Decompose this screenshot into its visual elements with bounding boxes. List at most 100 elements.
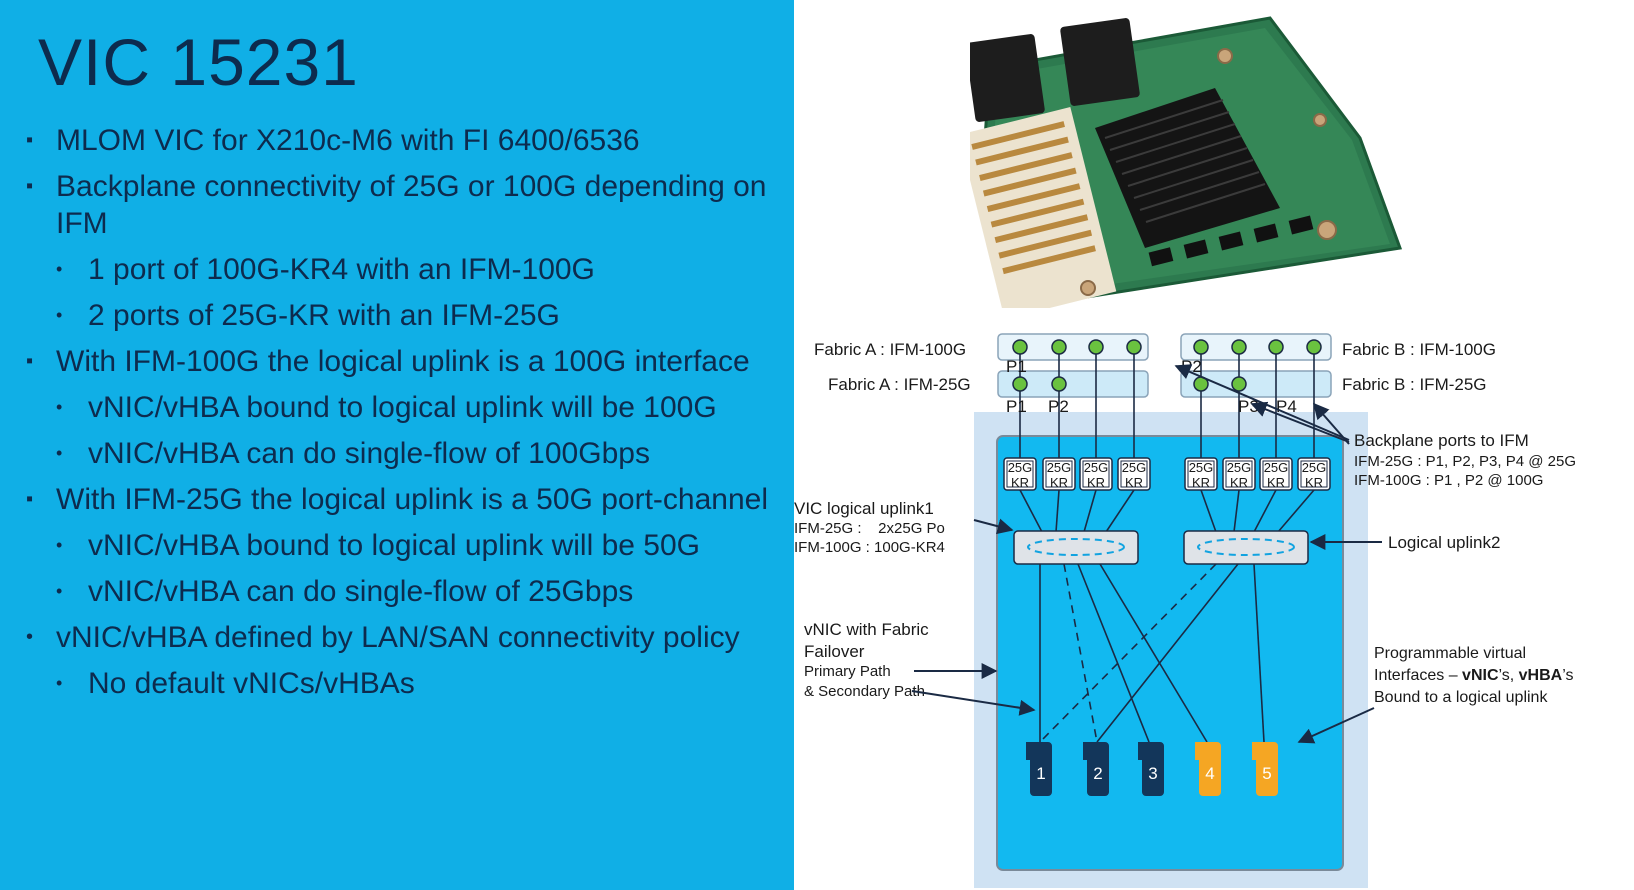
vnic-group: 1 2 3 4 5: [1026, 742, 1278, 796]
logical-uplink2: [1183, 530, 1309, 565]
content-panel: VIC 15231 ▪ MLOM VIC for X210c-M6 with FI…: [0, 0, 794, 890]
uplink1-title: VIC logical uplink1: [794, 499, 934, 518]
vnic-number: 4: [1205, 764, 1214, 783]
failover-title-2: Failover: [804, 642, 865, 661]
bullet-text: MLOM VIC for X210c-M6 with FI 6400/6536: [56, 124, 640, 157]
bullet-list: ▪ MLOM VIC for X210c-M6 with FI 6400/6536…: [0, 122, 794, 711]
fabric-a-100g-label: Fabric A : IFM-100G: [814, 340, 966, 359]
uplink1-line1: IFM-25G : 2x25G Po: [794, 520, 945, 537]
port-dot: [1012, 376, 1028, 392]
vnic-3: 3: [1138, 742, 1164, 796]
vnic-2: 2: [1083, 742, 1109, 796]
port-dot: [1051, 339, 1067, 355]
port-dot: [1051, 376, 1067, 392]
kr-speed-label: 25G: [1302, 460, 1327, 475]
kr-type-label: KR: [1050, 475, 1068, 490]
bullet-marker: •: [56, 397, 63, 417]
uplink2-label: Logical uplink2: [1388, 533, 1500, 552]
bullet-marker: •: [56, 581, 63, 601]
sub-bullet-item: • No default vNICs/vHBAs: [0, 665, 794, 702]
bullet-marker: •: [56, 673, 63, 693]
connector-block-2: [1060, 18, 1140, 106]
vnic-4: 4: [1195, 742, 1221, 796]
slide-title: VIC 15231: [38, 25, 359, 99]
port-dot: [1231, 376, 1247, 392]
kr-type-label: KR: [1011, 475, 1029, 490]
vnic-1: 1: [1026, 742, 1052, 796]
port-dot: [1012, 339, 1028, 355]
bullet-item: ▪Backplane connectivity of 25G or 100G d…: [0, 168, 794, 242]
backplane-title: Backplane ports to IFM: [1354, 431, 1529, 450]
kr-type-label: KR: [1305, 475, 1323, 490]
bullet-text: No default vNICs/vHBAs: [88, 667, 415, 700]
vnic-number: 2: [1093, 764, 1102, 783]
kr-speed-label: 25G: [1227, 460, 1252, 475]
vnic-number: 1: [1036, 764, 1045, 783]
port-label-a25-p2: P2: [1048, 397, 1069, 416]
bullet-text: vNIC/vHBA bound to logical uplink will b…: [88, 391, 717, 424]
bullet-item: ▪With IFM-100G the logical uplink is a 1…: [0, 343, 794, 380]
sub-bullet-item: • vNIC/vHBA bound to logical uplink will …: [0, 527, 794, 564]
kr-speed-label: 25G: [1122, 460, 1147, 475]
prog-line1: Programmable virtual: [1374, 645, 1526, 662]
vnic-5: 5: [1252, 742, 1278, 796]
bullet-text: Backplane connectivity of 25G or 100G de…: [56, 170, 767, 240]
port-dot: [1126, 339, 1142, 355]
bullet-marker: •: [56, 305, 63, 325]
bullet-text: 2 ports of 25G-KR with an IFM-25G: [88, 299, 560, 332]
kr-speed-label: 25G: [1189, 460, 1214, 475]
fabric-b-100g-label: Fabric B : IFM-100G: [1342, 340, 1496, 359]
port-dot: [1088, 339, 1104, 355]
kr-speed-label: 25G: [1264, 460, 1289, 475]
port-label-a25-p1: P1: [1006, 397, 1027, 416]
port-dot: [1193, 339, 1209, 355]
bullet-marker: •: [26, 626, 34, 648]
bullet-marker: ▪: [26, 488, 34, 510]
kr-type-label: KR: [1230, 475, 1248, 490]
sub-bullet-item: • 2 ports of 25G-KR with an IFM-25G: [0, 297, 794, 334]
bullet-text: vNIC/vHBA can do single-flow of 100Gbps: [88, 437, 650, 470]
primary-path-label: Primary Path: [804, 663, 891, 680]
bullet-item: • vNIC/vHBA defined by LAN/SAN connectivi…: [0, 619, 794, 656]
vic-asic-box: [996, 435, 1344, 871]
sub-bullet-item: •vNIC/vHBA can do single-flow of 100Gbps: [0, 435, 794, 472]
bullet-item: ▪With IFM-25G the logical uplink is a 50…: [0, 481, 794, 518]
secondary-path-label: & Secondary Path: [804, 683, 925, 700]
fabric-a-25g-bar: [997, 370, 1149, 398]
fabric-a-25g-label: Fabric A : IFM-25G: [828, 375, 971, 394]
fabric-b-100g-bar: [1180, 333, 1332, 361]
backplane-line1: IFM-25G : P1, P2, P3, P4 @ 25G: [1354, 453, 1576, 470]
bullet-item: ▪ MLOM VIC for X210c-M6 with FI 6400/6536: [0, 122, 794, 159]
bullet-marker: ▪: [26, 129, 34, 151]
bullet-text: vNIC/vHBA bound to logical uplink will b…: [88, 529, 700, 562]
kr-type-label: KR: [1192, 475, 1210, 490]
vnic-number: 3: [1148, 764, 1157, 783]
uplink1-line2: IFM-100G : 100G-KR4: [794, 539, 945, 556]
sub-bullet-item: • vNIC/vHBA can do single-flow of 25Gbps: [0, 573, 794, 610]
bullet-marker: •: [56, 259, 63, 279]
fabric-b-25g-bar: [1180, 370, 1332, 398]
port-dot: [1231, 339, 1247, 355]
logical-uplink1: [1013, 530, 1139, 565]
fabric-a-100g-bar: [997, 333, 1149, 361]
kr-speed-label: 25G: [1047, 460, 1072, 475]
bullet-text: vNIC/vHBA defined by LAN/SAN connectivit…: [56, 621, 740, 654]
fabric-b-25g-label: Fabric B : IFM-25G: [1342, 375, 1487, 394]
connector-block-1: [970, 34, 1045, 122]
kr-type-label: KR: [1125, 475, 1143, 490]
bullet-text: 1 port of 100G-KR4 with an IFM-100G: [88, 253, 595, 286]
bullet-marker: •: [56, 535, 63, 555]
bullet-text: With IFM-100G the logical uplink is a 10…: [56, 345, 750, 378]
bullet-text: vNIC/vHBA can do single-flow of 25Gbps: [88, 575, 634, 608]
failover-title-1: vNIC with Fabric: [804, 620, 929, 639]
prog-line2: Interfaces – vNIC’s, vHBA’s: [1374, 667, 1573, 684]
backplane-line2: IFM-100G : P1 , P2 @ 100G: [1354, 472, 1543, 489]
port-dot: [1268, 339, 1284, 355]
